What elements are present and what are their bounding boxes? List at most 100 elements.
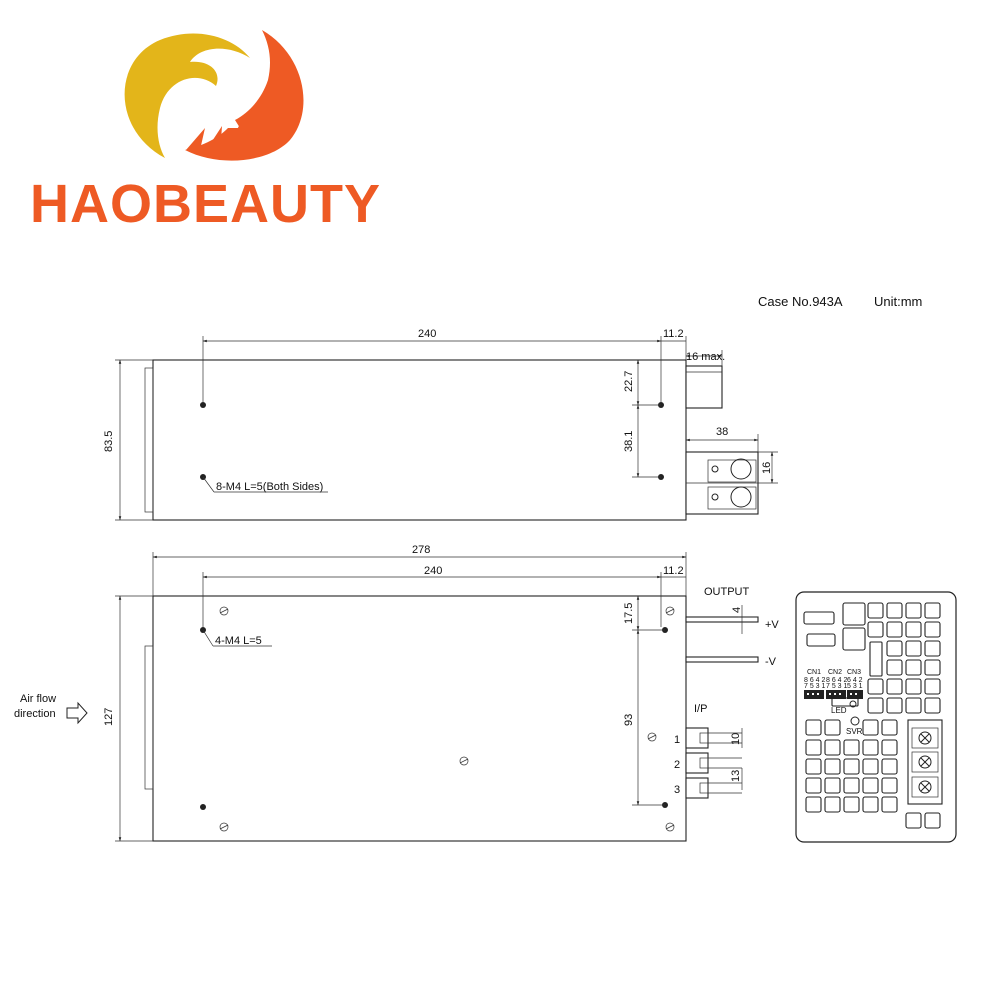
vent-cell bbox=[824, 777, 841, 794]
vent-cell bbox=[905, 640, 922, 657]
vent-cell bbox=[924, 678, 941, 695]
airflow-label-1: Air flow bbox=[20, 693, 56, 705]
terminal-screw-icon bbox=[918, 731, 932, 745]
logo-orange-flame bbox=[185, 30, 304, 161]
vent-cell bbox=[905, 621, 922, 638]
side-terminal-upper bbox=[685, 365, 723, 409]
output-label: OUTPUT bbox=[704, 586, 750, 598]
minus-v-label: -V bbox=[765, 656, 777, 668]
vent-cell bbox=[905, 659, 922, 676]
pin-3-label: 3 bbox=[674, 784, 680, 796]
dim-side-83-5: 83.5 bbox=[103, 431, 115, 452]
dim-ip-13: 13 bbox=[730, 770, 742, 782]
dim-top-127: 127 bbox=[103, 708, 115, 726]
dim-top-11-2: 11.2 bbox=[663, 565, 684, 577]
vent-cell bbox=[805, 758, 822, 775]
vent-grid bbox=[805, 602, 941, 829]
vent-cell bbox=[924, 659, 941, 676]
cn3-pins-top: 6 4 2 bbox=[847, 677, 863, 684]
vent-cell bbox=[805, 739, 822, 756]
dim-side-38: 38 bbox=[716, 426, 728, 438]
cn1-pins-bot: 7 5 3 1 bbox=[804, 683, 826, 690]
vent-cell bbox=[867, 602, 884, 619]
panel-slot bbox=[869, 641, 883, 677]
dim-side-38-1: 38.1 bbox=[623, 431, 635, 452]
dim-side-16max: 16 max. bbox=[686, 351, 725, 363]
cn1-pins-top: 8 6 4 2 bbox=[804, 677, 826, 684]
terminal-screw-icon bbox=[918, 780, 932, 794]
cn2-pins-bot: 7 5 3 1 bbox=[826, 683, 848, 690]
vent-cell bbox=[824, 739, 841, 756]
ip-pin-3 bbox=[685, 777, 742, 799]
vent-cell bbox=[881, 796, 898, 813]
dim-top-93: 93 bbox=[623, 714, 635, 726]
brand-logo: HAOBEAUTY bbox=[30, 30, 380, 234]
vent-cell bbox=[886, 602, 903, 619]
panel-slot bbox=[803, 611, 835, 625]
ip-pin-1 bbox=[685, 727, 742, 749]
side-view: 240 11.2 16 max. 83.5 22.7 38.1 38 16 8 bbox=[103, 328, 778, 521]
dim-side-16: 16 bbox=[761, 462, 773, 474]
top-screw-note: 4-M4 L=5 bbox=[215, 635, 262, 647]
vent-cell bbox=[867, 678, 884, 695]
logo-orange-rays bbox=[186, 124, 240, 155]
front-panel: CN1 CN2 CN3 8 6 4 2 7 5 3 1 8 6 4 2 7 5 … bbox=[795, 591, 957, 843]
output-bar-plus bbox=[685, 616, 759, 623]
dim-top-278: 278 bbox=[412, 544, 430, 556]
dim-top-17-5: 17.5 bbox=[623, 603, 635, 624]
vent-cell bbox=[905, 678, 922, 695]
vent-cell bbox=[862, 758, 879, 775]
vent-cell bbox=[886, 640, 903, 657]
vent-cell bbox=[843, 777, 860, 794]
svr-knob bbox=[850, 716, 860, 726]
terminal-screw-icon bbox=[918, 755, 932, 769]
terminal-screw-1 bbox=[730, 458, 752, 480]
pin-1-label: 1 bbox=[674, 734, 680, 746]
dim-side-11-2: 11.2 bbox=[663, 328, 684, 340]
vent-cell bbox=[886, 697, 903, 714]
vent-cell bbox=[924, 812, 941, 829]
vent-cell bbox=[886, 621, 903, 638]
vent-cell bbox=[862, 739, 879, 756]
vent-cell bbox=[824, 719, 841, 736]
side-hole bbox=[200, 402, 206, 408]
vent-cell bbox=[867, 621, 884, 638]
dim-ip-10: 10 bbox=[730, 733, 742, 745]
cn3-pins-bot: 5 3 1 bbox=[847, 683, 863, 690]
dim-side-240: 240 bbox=[418, 328, 436, 340]
vent-cell bbox=[924, 697, 941, 714]
vent-cell bbox=[862, 719, 879, 736]
case-number: Case No.943A bbox=[758, 294, 843, 309]
vent-cell bbox=[905, 812, 922, 829]
ip-label: I/P bbox=[694, 703, 707, 715]
panel-slot bbox=[831, 697, 859, 707]
vent-cell bbox=[881, 739, 898, 756]
top-view: 278 240 11.2 127 17.5 93 4-M4 L=5 Air fl… bbox=[14, 544, 779, 842]
vent-cell bbox=[843, 739, 860, 756]
vent-cell bbox=[843, 758, 860, 775]
vent-cell bbox=[824, 796, 841, 813]
dim-out-4: 4 bbox=[731, 607, 743, 613]
airflow-arrow-icon bbox=[66, 701, 88, 725]
unit-label: Unit:mm bbox=[874, 294, 922, 309]
vent-cell bbox=[843, 796, 860, 813]
vent-cell bbox=[881, 758, 898, 775]
airflow-label-2: direction bbox=[14, 708, 56, 720]
led-indicator bbox=[849, 700, 857, 708]
vent-cell bbox=[867, 697, 884, 714]
cn2-label: CN2 bbox=[828, 669, 842, 676]
vent-cell bbox=[881, 719, 898, 736]
terminal-screw-2 bbox=[730, 486, 752, 508]
vent-cell bbox=[805, 719, 822, 736]
vent-cell bbox=[805, 796, 822, 813]
led-label: LED bbox=[831, 706, 847, 715]
side-view-body bbox=[152, 359, 687, 521]
vent-cell bbox=[924, 621, 941, 638]
vent-cell bbox=[881, 777, 898, 794]
plus-v-label: +V bbox=[765, 619, 779, 631]
vent-cell bbox=[886, 659, 903, 676]
vent-cell bbox=[905, 697, 922, 714]
vent-cell bbox=[862, 777, 879, 794]
vent-cell bbox=[924, 640, 941, 657]
